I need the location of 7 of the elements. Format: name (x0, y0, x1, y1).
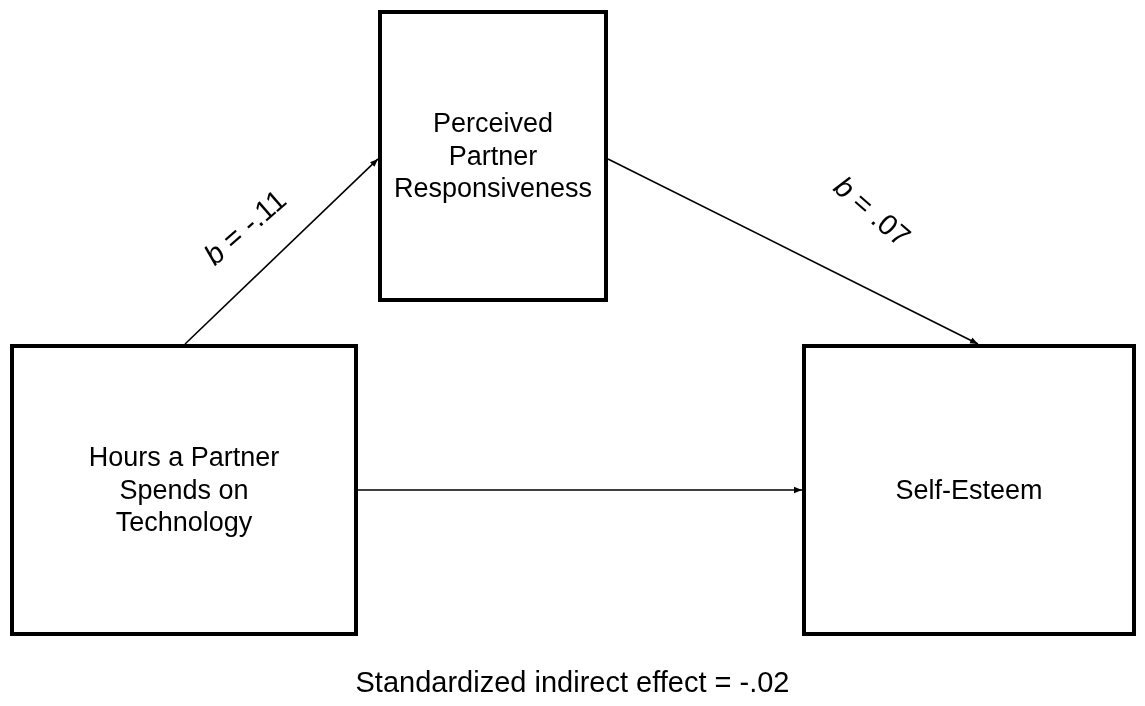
caption: Standardized indirect effect = -.02 (355, 666, 790, 699)
arrow (357, 486, 803, 494)
variable-box: Self-Esteem (802, 344, 1136, 636)
arrow (607, 158, 979, 345)
variable-box: Hours a Partner Spends on Technology (10, 344, 358, 636)
arrow (184, 158, 379, 345)
variable-box: Perceived Partner Responsiveness (378, 10, 608, 302)
